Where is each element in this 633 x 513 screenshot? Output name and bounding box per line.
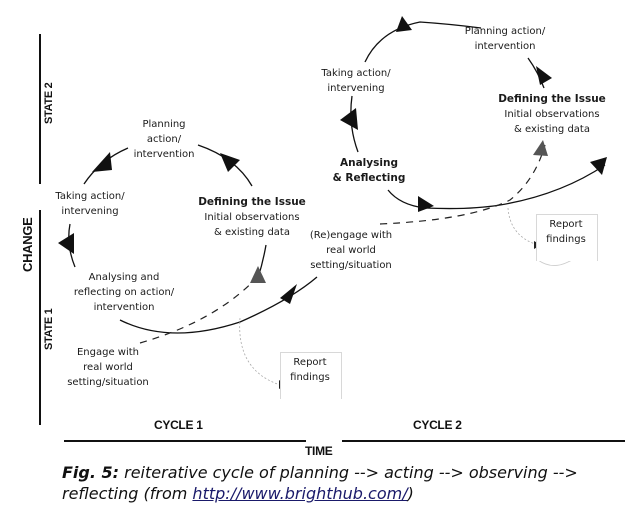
line: intervention <box>93 302 155 313</box>
cycle2-arrow-dashed <box>533 140 548 156</box>
defining-title: Defining the Issue <box>498 93 606 105</box>
cycle2-reengage-label: (Re)engage with real world setting/situa… <box>303 228 399 273</box>
line: & existing data <box>514 124 590 135</box>
line: intervention <box>474 41 536 52</box>
line: Initial observations <box>204 212 300 223</box>
cycle2-report-box <box>536 214 598 261</box>
cycle2-arrow-out <box>590 157 607 175</box>
action-research-diagram <box>39 16 625 442</box>
line: intervention <box>133 149 195 160</box>
cycle1-arrow-taking <box>58 233 74 254</box>
cycle2-dotted-report-link <box>507 207 536 245</box>
line: reflecting on action/ <box>73 287 175 298</box>
line: intervening <box>61 206 119 217</box>
cycle1-arc-defining-to-planning <box>197 144 253 187</box>
cycle1-arrow-defining <box>220 153 240 172</box>
caption-end: ) <box>407 484 414 503</box>
cycle1-defining-label: Defining the Issue Initial observations … <box>192 195 312 240</box>
y-axis-state1: STATE 1 <box>43 308 55 351</box>
cycle1-analysing-label: Analysing and reflecting on action/ inte… <box>66 270 182 315</box>
caption-fig-label: Fig. 5: <box>62 463 120 482</box>
cycle1-report-box <box>280 352 342 399</box>
line: real world <box>326 245 376 256</box>
cycle1-planning-label: Planning action/ intervention <box>128 117 200 162</box>
cycle1-arrow-analysing <box>280 284 297 304</box>
y-axis-title: CHANGE <box>20 217 35 272</box>
cycle2-arrow-taking <box>340 108 358 130</box>
cycle1-taking-action-label: Taking action/ intervening <box>48 189 132 219</box>
line: findings <box>546 234 586 245</box>
x-axis-cycle1: CYCLE 1 <box>154 418 203 432</box>
line: setting/situation <box>310 260 392 271</box>
line: & existing data <box>214 227 290 238</box>
line: & Reflecting <box>332 172 406 184</box>
cycle2-defining-label: Defining the Issue Initial observations … <box>492 92 612 137</box>
line: Report <box>549 219 583 230</box>
cycle1-arrow-dashed <box>250 266 266 283</box>
cycle2-report-label: Report findings <box>536 217 596 247</box>
cycle1-arrow-planning <box>92 152 112 172</box>
line: Report <box>293 357 327 368</box>
x-axis-title: TIME <box>305 444 333 458</box>
line: setting/situation <box>67 377 149 388</box>
cycle2-analysing-label: Analysing & Reflecting <box>324 156 414 186</box>
cycle2-dashed-reengage <box>379 144 546 225</box>
line: Engage with <box>76 347 140 358</box>
cycle2-arrow-analysing <box>418 196 434 212</box>
line: Initial observations <box>504 109 600 120</box>
line: Taking action/ <box>55 191 125 202</box>
line: real world <box>83 362 133 373</box>
line: Analysing and <box>88 272 160 283</box>
y-axis-state2: STATE 2 <box>43 82 55 125</box>
line: (Re)engage with <box>309 230 393 241</box>
line: findings <box>290 372 330 383</box>
line: Taking action/ <box>321 68 391 79</box>
cycle2-planning-label: Planning action/ intervention <box>455 24 555 54</box>
cycle2-arrow-top <box>396 16 412 32</box>
cycle2-arc-top <box>364 21 482 63</box>
cycle1-dotted-report-link <box>239 317 281 386</box>
line: Analysing <box>340 157 398 169</box>
caption-link[interactable]: http://www.brighthub.com/ <box>192 484 408 503</box>
cycle2-arc-planning-down <box>527 57 545 89</box>
cycle2-taking-action-label: Taking action/ intervening <box>314 66 398 96</box>
cycle2-arrow-planning <box>536 66 552 85</box>
x-axis-cycle2: CYCLE 2 <box>413 418 462 432</box>
cycle2-arc-analysing-out <box>387 164 606 210</box>
cycle1-report-label: Report findings <box>280 355 340 385</box>
figure-caption: Fig. 5: reiterative cycle of planning --… <box>62 462 633 504</box>
cycle1-arc-analysing-to-next <box>119 276 318 334</box>
line: Planning action/ <box>464 26 546 37</box>
line: intervening <box>327 83 385 94</box>
line: Planning <box>142 119 186 130</box>
defining-title: Defining the Issue <box>198 196 306 208</box>
caption-text: reiterative cycle of planning --> acting… <box>62 463 578 503</box>
cycle1-engage-label: Engage with real world setting/situation <box>62 345 154 390</box>
line: action/ <box>146 134 182 145</box>
cycle1-dashed-engage <box>139 271 263 344</box>
